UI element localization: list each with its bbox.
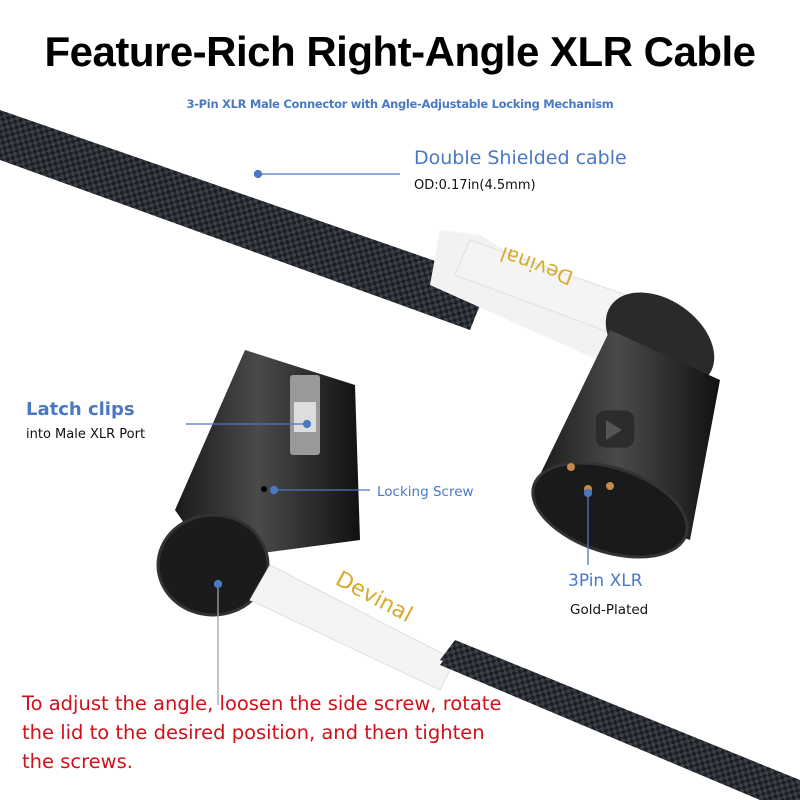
page-subtitle: 3-Pin XLR Male Connector with Angle-Adju… <box>186 97 614 111</box>
female-xlr-connector <box>156 350 360 617</box>
page-title: Feature-Rich Right-Angle XLR Cable <box>44 28 756 75</box>
male-xlr-connector <box>531 292 720 559</box>
bottom-sleeve <box>249 564 456 691</box>
pins-callout-title: 3Pin XLR <box>568 571 643 591</box>
adjustment-instructions: To adjust the angle, loosen the side scr… <box>22 692 502 773</box>
pins-callout-detail: Gold-Plated <box>570 602 649 618</box>
screw-callout-title: Locking Screw <box>377 484 474 500</box>
cable-callout-title: Double Shielded cable <box>414 147 627 169</box>
cable-callout-detail: OD:0.17in(4.5mm) <box>414 178 536 193</box>
latch-callout-title: Latch clips <box>26 399 135 420</box>
callout-lines <box>186 169 593 705</box>
latch-callout-detail: into Male XLR Port <box>26 427 146 442</box>
